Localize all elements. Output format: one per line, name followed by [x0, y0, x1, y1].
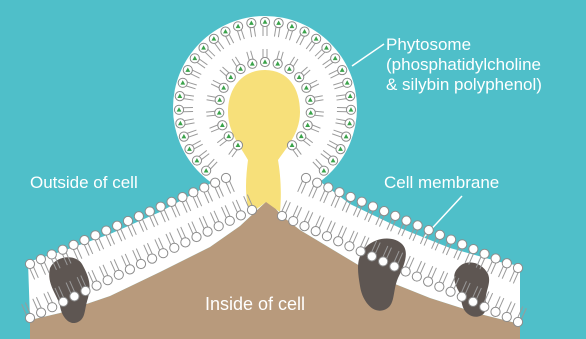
outside-of-cell-label: Outside of cell: [30, 173, 138, 193]
phytosome-label-line1: Phytosome: [386, 35, 542, 55]
cell-membrane-label: Cell membrane: [384, 173, 499, 193]
phytosome-pointer-line: [352, 44, 384, 66]
phytosome-label-line2: (phosphatidylcholine: [386, 55, 542, 75]
inside-of-cell-label: Inside of cell: [205, 294, 305, 314]
phytosome-label-line3: & silybin polyphenol): [386, 75, 542, 95]
phytosome-label: Phytosome (phosphatidylcholine & silybin…: [386, 35, 542, 95]
